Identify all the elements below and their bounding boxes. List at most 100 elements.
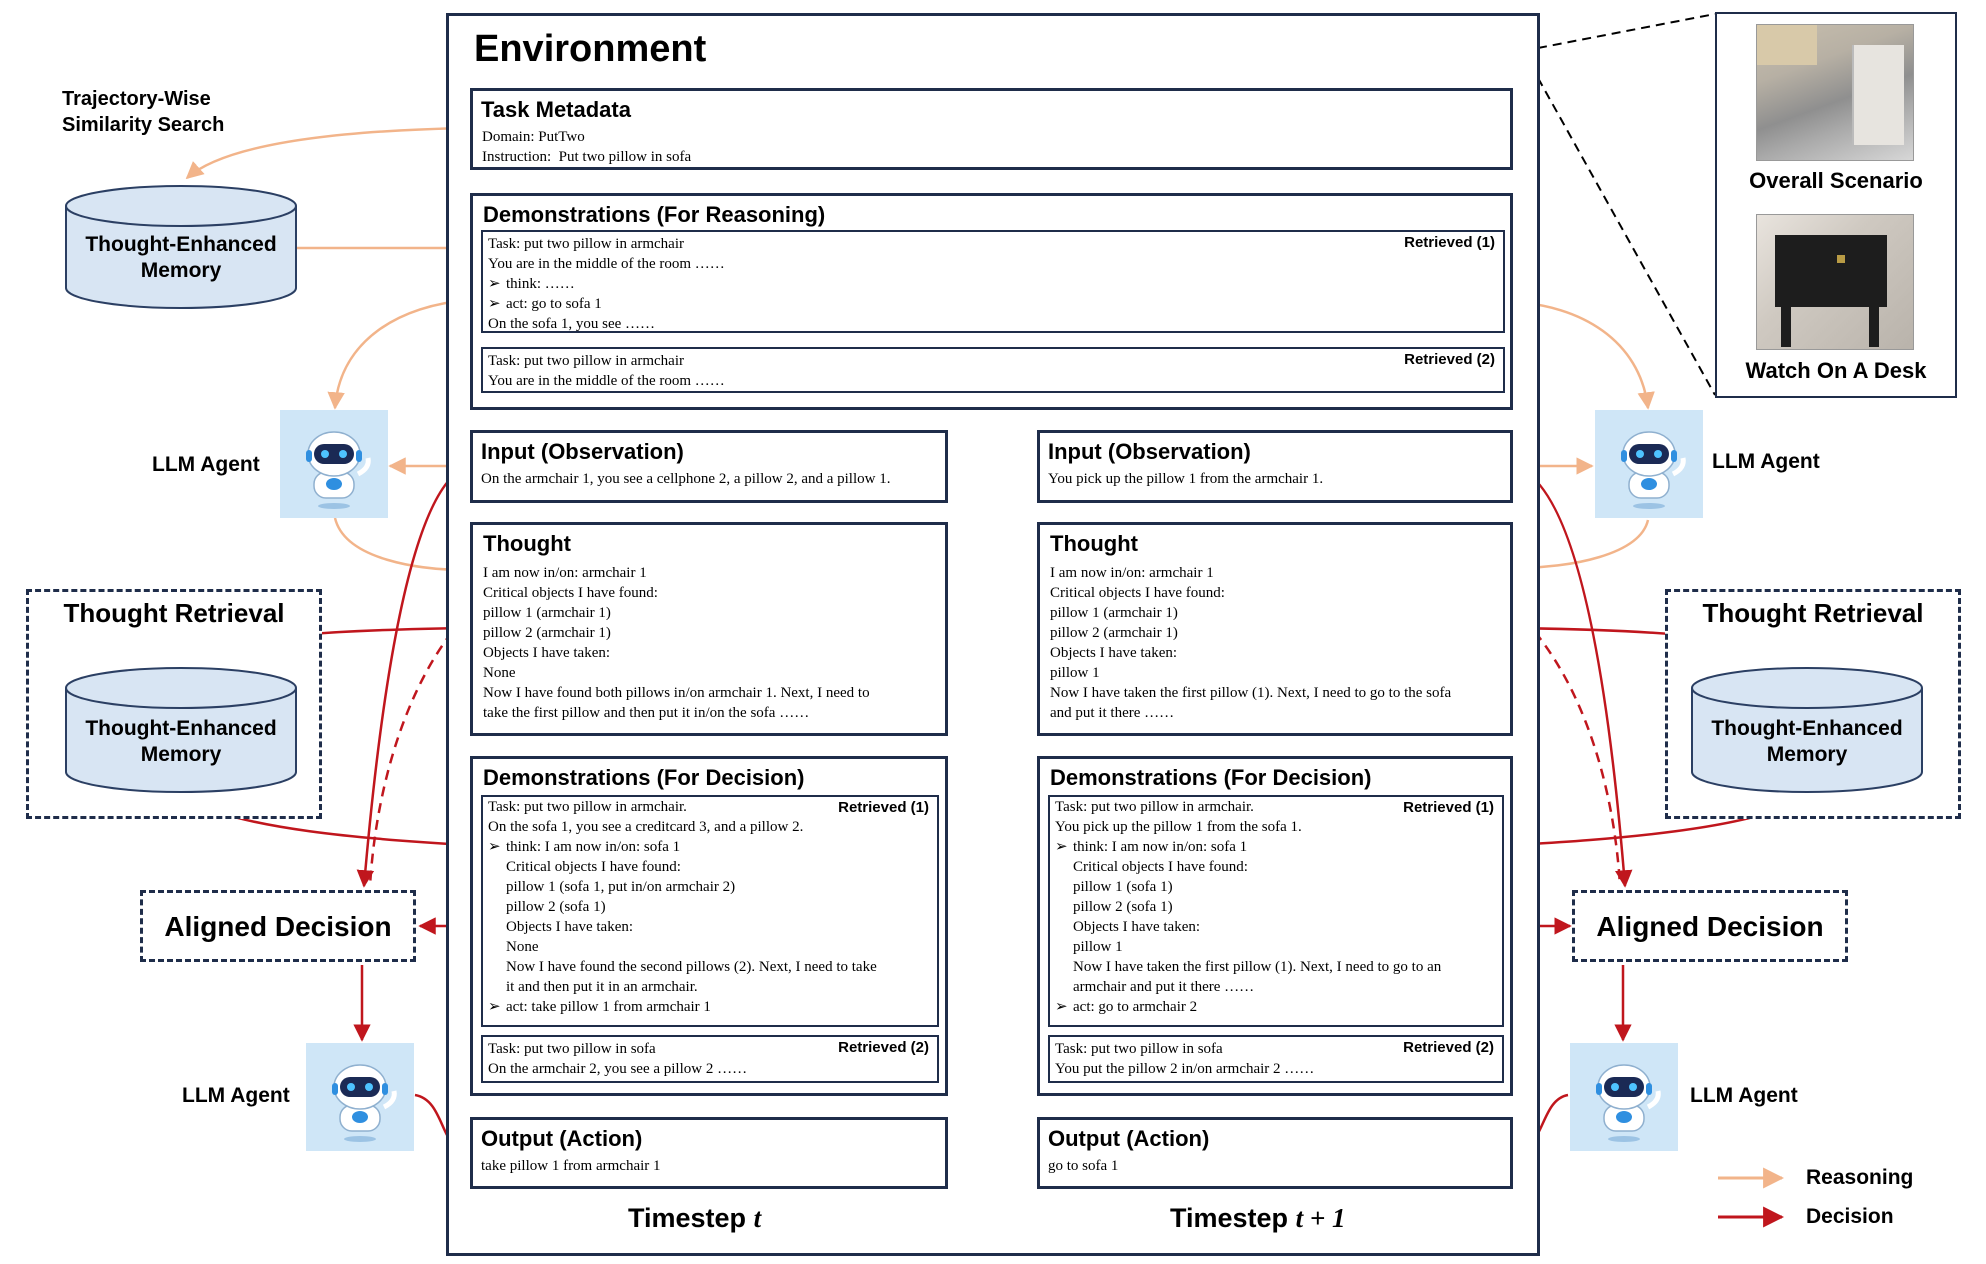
output-box-left: Output (Action) take pillow 1 from armch… — [470, 1117, 948, 1189]
retrieved-line: Task: put two pillow in armchair. — [488, 799, 687, 815]
thought-line: pillow 1 (armchair 1) — [1050, 605, 1178, 621]
output-title-right: Output (Action) — [1048, 1126, 1210, 1151]
thought-line: Objects I have taken: — [1050, 645, 1178, 661]
retrieved-line: ➢act: go to armchair 2 — [1055, 999, 1198, 1015]
task-domain: Domain: PutTwo — [482, 129, 585, 145]
demos-decision-title-right: Demonstrations (For Decision) — [1050, 765, 1372, 790]
input-text-left: On the armchair 1, you see a cellphone 2… — [481, 471, 891, 487]
retrieved-line: You are in the middle of the room …… — [488, 256, 725, 272]
retrieved-line: You put the pillow 2 in/on armchair 2 …… — [1055, 1061, 1315, 1077]
retrieved-line: Objects I have taken: — [1073, 919, 1201, 935]
retrieved-line: ➢act: go to sofa 1 — [488, 296, 602, 312]
retrieved-line: Task: put two pillow in sofa — [1055, 1041, 1223, 1057]
aligned-decision-box-right — [1572, 890, 1848, 962]
retrieved-line: On the armchair 2, you see a pillow 2 …… — [488, 1061, 748, 1077]
retrieved-line: Task: put two pillow in sofa — [488, 1041, 656, 1057]
robot-icon — [332, 1064, 397, 1142]
robot-icon — [306, 431, 371, 509]
demos-decision-box-left: Demonstrations (For Decision) Retrieved … — [470, 756, 948, 1096]
retrieved-tag: Retrieved (1) — [1403, 799, 1494, 816]
llm-agent-label-right-bottom: LLM Agent — [1690, 1084, 1798, 1107]
retrieved-line: Task: put two pillow in armchair. — [1055, 799, 1254, 815]
retrieved-line: it and then put it in an armchair. — [506, 979, 698, 995]
demos-reasoning-retrieved-1: Retrieved (1) Task: put two pillow in ar… — [481, 230, 1505, 333]
retrieved-tag: Retrieved (2) — [838, 1039, 929, 1056]
retrieved-line: ➢think: I am now in/on: sofa 1 — [488, 839, 681, 855]
thought-line: Critical objects I have found: — [483, 585, 658, 601]
demos-decision-retrieved-2-right: Retrieved (2) Task: put two pillow in so… — [1048, 1035, 1504, 1083]
bullet-arrow-icon: ➢ — [488, 839, 501, 855]
thought-line: I am now in/on: armchair 1 — [1050, 565, 1214, 581]
task-metadata-title: Task Metadata — [481, 97, 631, 122]
thought-line: Objects I have taken: — [483, 645, 611, 661]
retrieved-line: Critical objects I have found: — [506, 859, 681, 875]
retrieved-line: Task: put two pillow in armchair — [488, 236, 684, 252]
aligned-decision-label-left: Aligned Decision — [164, 911, 392, 942]
output-box-right: Output (Action) go to sofa 1 — [1037, 1117, 1513, 1189]
robot-agent-left-top — [280, 410, 388, 518]
legend-decision-label: Decision — [1806, 1205, 1894, 1228]
thought-retrieval-title-right: Thought Retrieval — [1702, 598, 1924, 628]
watch-on-desk-image — [1756, 214, 1914, 350]
robot-icon — [1621, 431, 1686, 509]
robot-agent-right-bottom — [1570, 1043, 1678, 1151]
demos-reasoning-box: Demonstrations (For Reasoning) Retrieved… — [470, 193, 1513, 410]
bullet-arrow-icon: ➢ — [488, 276, 501, 292]
aligned-decision-box-left — [140, 890, 416, 962]
overall-scenario-image — [1756, 24, 1914, 161]
aligned-decision-label-right: Aligned Decision — [1596, 911, 1824, 942]
thought-line: pillow 1 (armchair 1) — [483, 605, 611, 621]
thought-line: and put it there …… — [1050, 705, 1175, 721]
input-title-right: Input (Observation) — [1048, 439, 1251, 464]
robot-agent-left-bottom — [306, 1043, 414, 1151]
demos-decision-retrieved-1-left: Retrieved (1) Task: put two pillow in ar… — [481, 795, 939, 1027]
retrieved-tag: Retrieved (1) — [838, 799, 929, 816]
retrieved-line: ➢think: …… — [488, 276, 575, 292]
thought-line: pillow 1 — [1050, 665, 1100, 681]
thought-title-left: Thought — [483, 531, 571, 556]
arrow-demos-to-agent-left — [327, 298, 471, 410]
input-box-right: Input (Observation) You pick up the pill… — [1037, 430, 1513, 503]
zoom-line-bottom — [1537, 77, 1716, 396]
arrow-thought-to-aligned-right-dashed — [1534, 631, 1622, 887]
task-metadata-box: Task Metadata Domain: PutTwo Instruction… — [470, 88, 1513, 170]
arrow-metadata-to-similarity — [185, 126, 471, 180]
demos-decision-retrieved-1-right: Retrieved (1) Task: put two pillow in ar… — [1048, 795, 1504, 1027]
retrieved-line: Now I have taken the first pillow (1). N… — [1073, 959, 1442, 975]
bullet-arrow-icon: ➢ — [488, 296, 501, 312]
thought-line: None — [483, 665, 516, 681]
output-text-left: take pillow 1 from armchair 1 — [481, 1158, 661, 1174]
watch-on-desk-label: Watch On A Desk — [1745, 358, 1927, 383]
thought-line: pillow 2 (armchair 1) — [483, 625, 611, 641]
retrieved-line: armchair and put it there …… — [1073, 979, 1255, 995]
retrieved-line: Now I have found the second pillows (2).… — [506, 959, 877, 975]
llm-agent-label-left-top: LLM Agent — [152, 453, 260, 476]
robot-icon — [1596, 1064, 1661, 1142]
environment-title: Environment — [474, 28, 707, 70]
retrieved-line: pillow 1 (sofa 1, put in/on armchair 2) — [506, 879, 736, 895]
retrieved-line: ➢act: take pillow 1 from armchair 1 — [488, 999, 711, 1015]
thought-box-right: Thought I am now in/on: armchair 1 Criti… — [1037, 522, 1513, 736]
demos-decision-title-left: Demonstrations (For Decision) — [483, 765, 805, 790]
thought-line: Now I have taken the first pillow (1). N… — [1050, 685, 1452, 701]
robot-agent-right-top — [1595, 410, 1703, 518]
bullet-arrow-icon: ➢ — [1055, 839, 1068, 855]
similarity-search-label: Trajectory-Wise Similarity Search — [62, 88, 225, 136]
retrieved-tag: Retrieved (2) — [1403, 1039, 1494, 1056]
input-box-left: Input (Observation) On the armchair 1, y… — [470, 430, 948, 503]
timestep-label-left: Timestep t — [628, 1203, 762, 1233]
retrieved-tag: Retrieved (1) — [1404, 234, 1495, 251]
llm-agent-label-left-bottom: LLM Agent — [182, 1084, 290, 1107]
output-title-left: Output (Action) — [481, 1126, 643, 1151]
legend-reasoning-label: Reasoning — [1806, 1166, 1914, 1189]
demos-decision-box-right: Demonstrations (For Decision) Retrieved … — [1037, 756, 1513, 1096]
thought-box-left: Thought I am now in/on: armchair 1 Criti… — [470, 522, 948, 736]
zoom-line-top — [1537, 13, 1716, 49]
retrieved-line: pillow 2 (sofa 1) — [506, 899, 606, 915]
retrieved-line: Objects I have taken: — [506, 919, 634, 935]
demos-reasoning-retrieved-2: Retrieved (2) Task: put two pillow in ar… — [481, 347, 1505, 393]
timestep-label-right: Timestep t + 1 — [1170, 1203, 1346, 1233]
